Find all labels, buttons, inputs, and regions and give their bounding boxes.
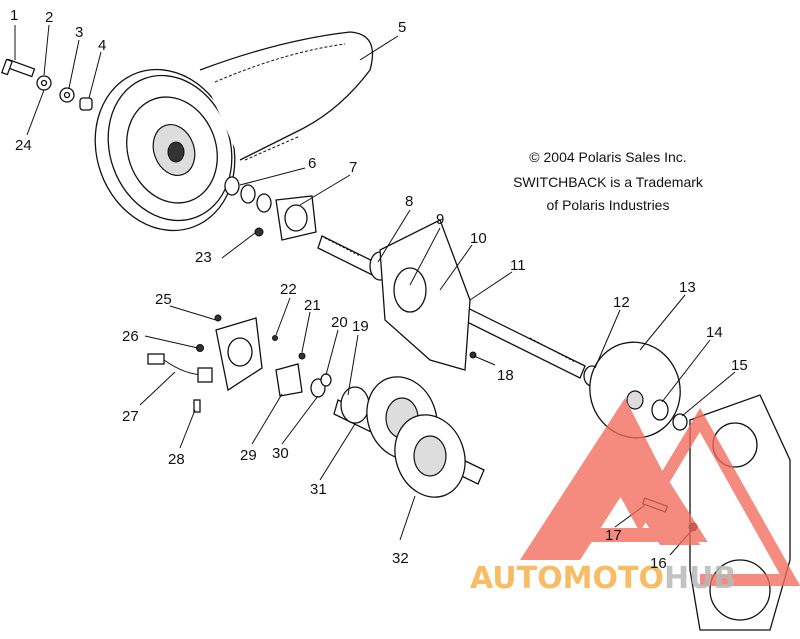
screw-28 bbox=[193, 399, 201, 413]
callout-5: 5 bbox=[398, 19, 406, 36]
o-ring-15 bbox=[672, 413, 688, 431]
watermark-logo bbox=[520, 398, 800, 586]
speed-sensor-27 bbox=[147, 353, 213, 383]
callout-32: 32 bbox=[392, 550, 409, 567]
callout-15: 15 bbox=[731, 357, 748, 374]
callout-18: 18 bbox=[497, 367, 514, 384]
leader-lines bbox=[14, 24, 736, 556]
callout-1: 1 bbox=[10, 7, 18, 24]
callout-6: 6 bbox=[308, 155, 316, 172]
callout-21: 21 bbox=[304, 297, 321, 314]
callout-9: 9 bbox=[436, 211, 444, 228]
callout-30: 30 bbox=[272, 445, 289, 462]
callout-26: 26 bbox=[122, 328, 139, 345]
callout-28: 28 bbox=[168, 451, 185, 468]
watermark-text-gray: HUB bbox=[664, 561, 736, 596]
callout-23: 23 bbox=[195, 249, 212, 266]
callout-17: 17 bbox=[605, 527, 622, 544]
washers-6 bbox=[224, 176, 272, 213]
callout-25: 25 bbox=[155, 291, 172, 308]
callout-4: 4 bbox=[98, 37, 106, 54]
callout-27: 27 bbox=[122, 408, 139, 425]
nut-23 bbox=[254, 227, 264, 237]
pin-22 bbox=[272, 335, 278, 341]
callout-22: 22 bbox=[280, 281, 297, 298]
bolt-18 bbox=[469, 351, 477, 359]
bolt-1 bbox=[0, 58, 36, 78]
callout-29: 29 bbox=[240, 447, 257, 464]
screw-21 bbox=[298, 352, 306, 360]
copyright-line-1: © 2004 Polaris Sales Inc. bbox=[529, 149, 686, 165]
bearing-30 bbox=[310, 373, 332, 398]
seal-14 bbox=[651, 399, 669, 421]
gasket-29 bbox=[275, 363, 303, 397]
callout-31: 31 bbox=[310, 481, 327, 498]
washer-2-hole bbox=[40, 79, 48, 87]
callout-8: 8 bbox=[405, 193, 413, 210]
copyright-line-2: SWITCHBACK is a Trademark bbox=[513, 174, 704, 190]
copyright-line-3: of Polaris Industries bbox=[547, 197, 670, 213]
watermark-text-orange: AUTOMOTO bbox=[470, 561, 664, 596]
callout-2: 2 bbox=[45, 9, 53, 26]
callout-12: 12 bbox=[613, 294, 630, 311]
callout-20: 20 bbox=[331, 314, 348, 331]
bearing-housing-10 bbox=[379, 219, 471, 371]
bearing-flange-7 bbox=[275, 195, 317, 241]
callout-3: 3 bbox=[75, 24, 83, 41]
washer-3-hole bbox=[63, 91, 71, 99]
callout-19: 19 bbox=[352, 318, 369, 335]
drive-belt bbox=[199, 31, 374, 161]
flange-plate-25 bbox=[215, 317, 263, 392]
callout-11: 11 bbox=[510, 257, 526, 274]
callout-14: 14 bbox=[706, 324, 723, 341]
callout-24: 24 bbox=[15, 137, 32, 154]
callout-7: 7 bbox=[349, 159, 357, 176]
callout-10: 10 bbox=[470, 230, 487, 247]
callout-13: 13 bbox=[679, 279, 696, 296]
callout-16: 16 bbox=[650, 555, 667, 572]
spacer-4 bbox=[79, 97, 93, 111]
watermark-text: AUTOMOTOHUB bbox=[470, 561, 736, 596]
bolt-25 bbox=[214, 314, 222, 322]
sprocket-32b bbox=[394, 414, 466, 498]
